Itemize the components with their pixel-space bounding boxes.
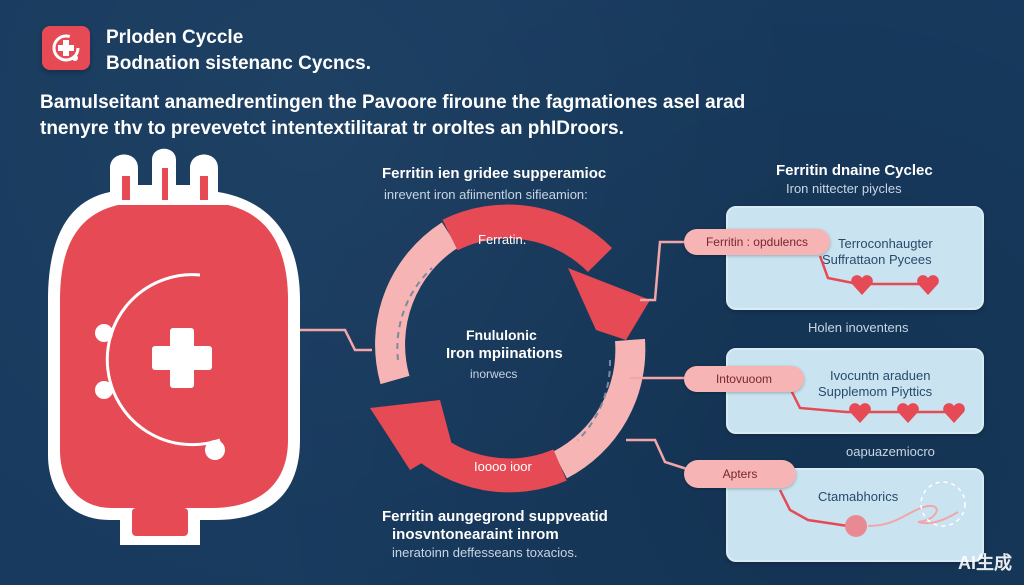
watermark: AI生成 [958, 553, 1012, 573]
heart-icon [850, 274, 874, 301]
center-bottom-sub: ineratoinn deffesseans toxacios. [392, 545, 578, 560]
panel-2-line-2: Supplemom Piyttics [818, 384, 933, 399]
page-subtitle: Bodnation sistenanc Cycncs. [106, 53, 372, 74]
panel-3-line-1: Ctamabhorics [818, 489, 899, 504]
panel-1-line-1: Terroconhaugter [838, 236, 933, 251]
center-label-1: Fnululonic [466, 327, 537, 343]
right-bottom-label: oapuazemiocro [846, 444, 935, 459]
panel-3-pill: Apters [684, 460, 796, 488]
blood-bag-icon [48, 148, 300, 545]
right-top-sub: Iron nittecter piycles [786, 181, 902, 196]
center-bottom-label-2: inosvntonearaint inrom [392, 526, 559, 543]
center-label-2: Iron mpiinations [446, 345, 563, 362]
heart-icon [916, 274, 940, 301]
heart-icon [848, 402, 872, 429]
center-label-3: inorwecs [470, 367, 518, 381]
panel-2-pill: Intovuoom [684, 366, 804, 392]
info-panel-1: Terroconhaugter Suffrattaon Pycees [726, 206, 984, 310]
right-top-title: Ferritin dnaine Cyclec [776, 162, 933, 179]
panel-1-pill: Ferritin : opdulencs [684, 229, 830, 255]
intro-line-1: Bamulseitant anamedrentingen the Pavoore… [40, 92, 746, 113]
heart-icon [896, 402, 920, 429]
center-bottom-label-1: Ferritin aungegrond suppveatid [382, 508, 608, 525]
panel-1-line-2: Suffrattaon Pycees [822, 252, 932, 267]
ring-top-label: Ferratin. [478, 232, 527, 247]
cycle-ring [370, 204, 650, 493]
page-title: Prloden Cyccle [106, 27, 244, 48]
intro-line-2: tnenyre thv to prevevetct intentextilita… [40, 118, 624, 139]
ring-bottom-label: Ioooo ioor [474, 459, 532, 474]
panel-2-line-1: Ivocuntn araduen [830, 368, 931, 383]
center-top-sub: inrevent iron afiimentlon sifieamion: [384, 187, 588, 202]
center-top-label: Ferritin ien gridee supperamioc [382, 165, 607, 182]
medical-cross-icon [42, 26, 90, 70]
heart-icon [942, 402, 966, 429]
right-mid-label: Holen inoventens [808, 320, 909, 335]
